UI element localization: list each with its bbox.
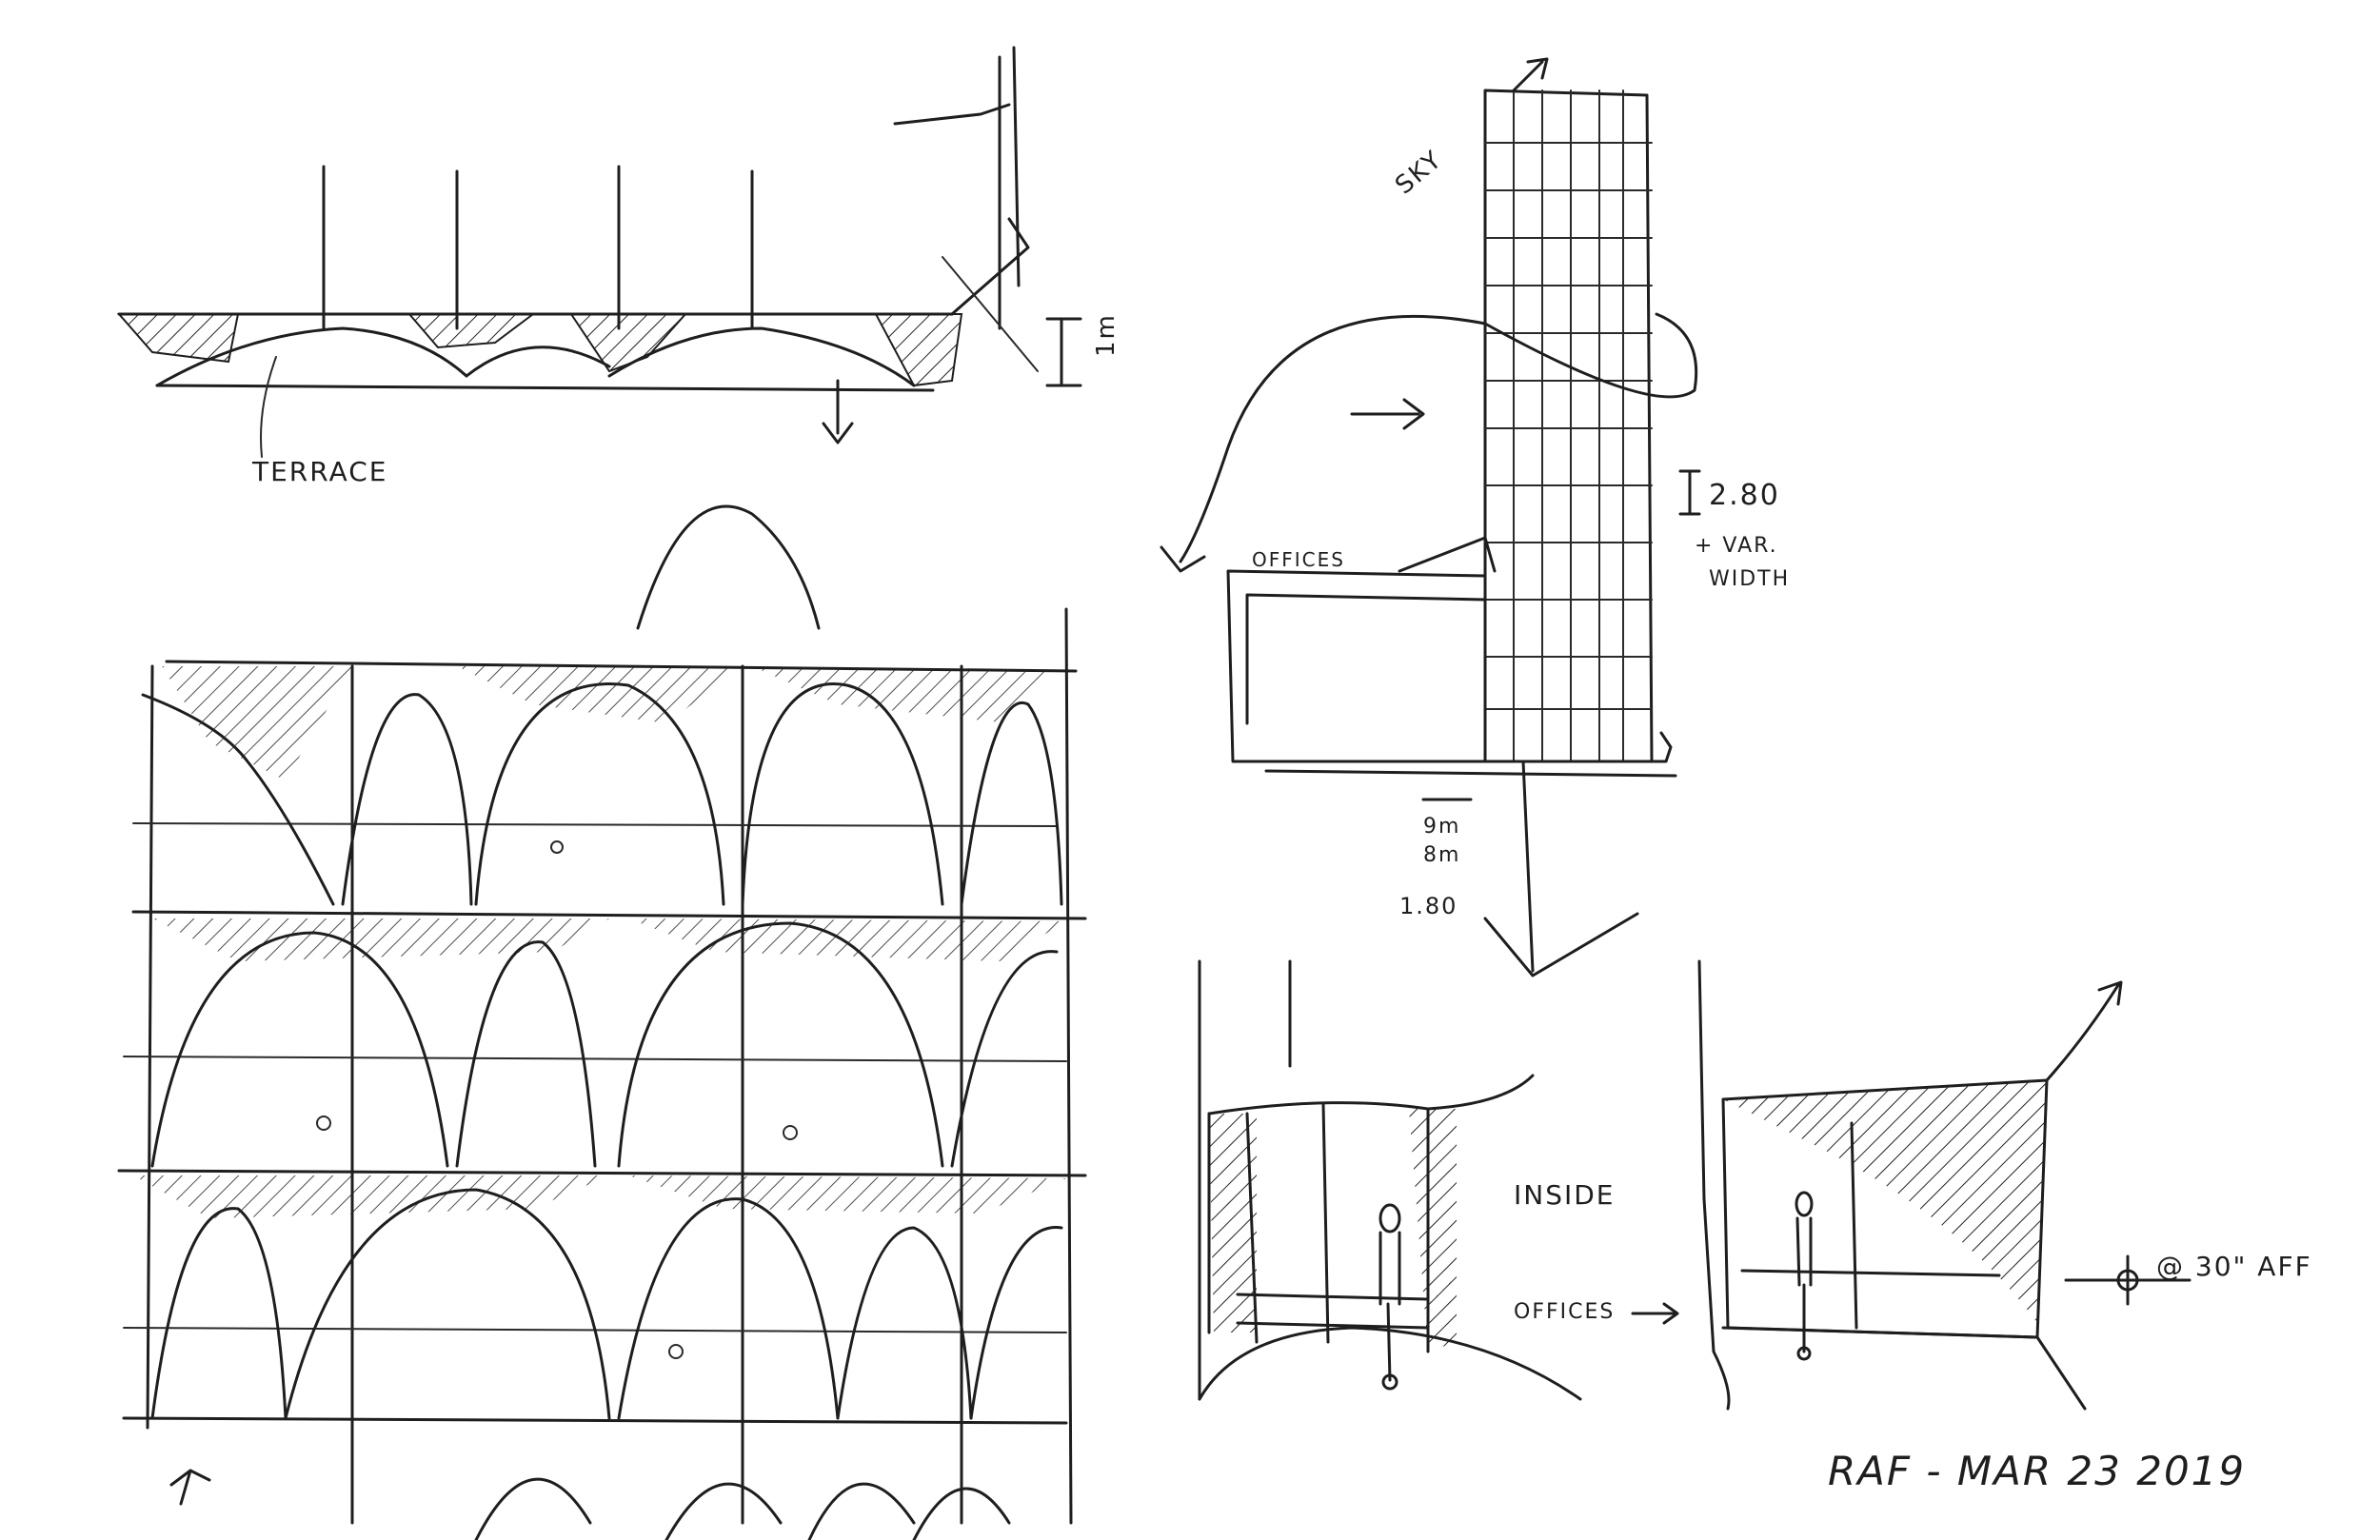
down-arrow-icon <box>822 379 854 444</box>
interior-sketch-right: @ 30" AFF <box>1697 959 2312 1411</box>
floor-height-label: 2.80 <box>1709 479 1780 512</box>
height-dim-label: 1m <box>1092 313 1121 357</box>
section-slab <box>116 217 1039 392</box>
offset-label: @ 30" AFF <box>2156 1251 2312 1282</box>
sky-label: SKY <box>1390 145 1448 200</box>
height-dimension: 1m <box>1045 313 1121 387</box>
sketch-arrow-icon <box>169 1469 211 1506</box>
inside-label: INSIDE <box>1514 1179 1616 1211</box>
module-dim-2: 8m <box>1423 843 1460 867</box>
floor-height-note-1: + VAR. <box>1695 534 1778 558</box>
interior-sketch-left: INSIDE OFFICES <box>1198 959 1679 1401</box>
section-columns <box>322 46 1021 330</box>
swoop-arrow-icon <box>1160 545 1206 573</box>
floor-height-note-2: WIDTH <box>1709 567 1790 591</box>
sky-arrow-icon <box>1512 57 1549 92</box>
entry-arrow-icon <box>1350 398 1425 430</box>
base-dim: 1.80 <box>1399 893 1458 919</box>
tower-grid <box>1484 89 1653 762</box>
arched-facade-sketch <box>117 504 1087 1540</box>
signature: RAF - MAR 23 2019 <box>1828 1448 2246 1494</box>
offices-label: OFFICES <box>1514 1300 1615 1324</box>
podium-label: OFFICES <box>1252 548 1345 571</box>
terrace-label: TERRACE <box>251 456 387 487</box>
module-dim-1: 9m <box>1423 815 1460 839</box>
section-sketch: 1m TERRACE <box>116 46 1121 487</box>
tower-sketch: SKY 2.80 + VAR. WIDTH OFFICES 9m 8m 1.80 <box>1160 57 1790 977</box>
